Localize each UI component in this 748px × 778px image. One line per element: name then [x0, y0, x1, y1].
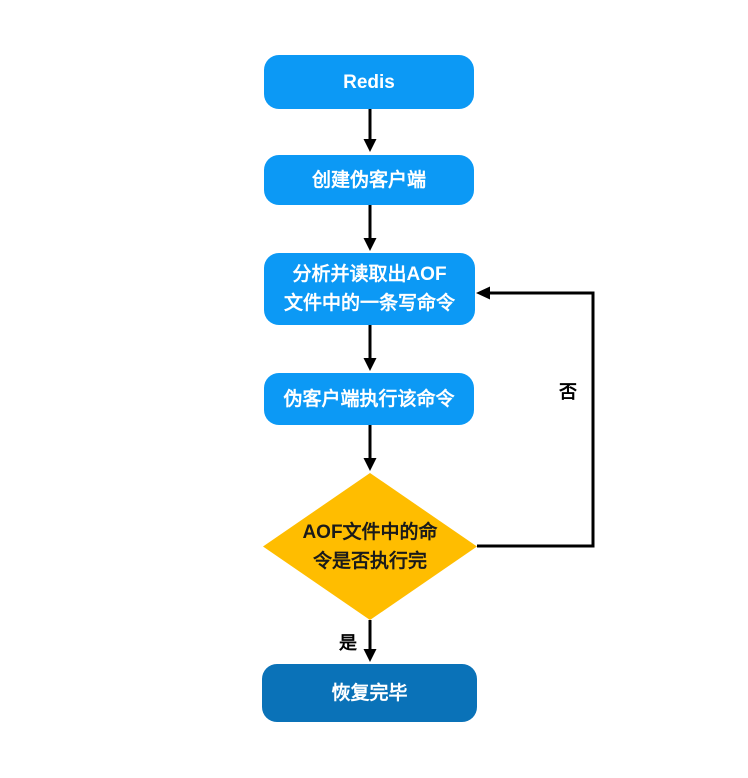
node-read-aof-command-label: 分析并读取出AOF 文件中的一条写命令 — [283, 264, 455, 314]
arrowhead-down-2 — [363, 238, 377, 251]
node-redis-label: Redis — [343, 71, 395, 93]
node-execute-command[interactable]: 伪客户端执行该命令 — [264, 373, 474, 425]
node-decision-aof-finished[interactable]: AOF文件中的命 令是否执行完 — [263, 473, 477, 620]
edge-label-no: 否 — [559, 382, 577, 402]
edge-decision-read-loop — [477, 291, 595, 548]
node-recovery-complete-label: 恢复完毕 — [331, 682, 408, 704]
node-create-pseudo-client[interactable]: 创建伪客户端 — [264, 155, 474, 205]
arrowhead-down-3 — [363, 358, 377, 371]
arrowhead-down-4 — [363, 458, 377, 471]
node-read-aof-command[interactable]: 分析并读取出AOF 文件中的一条写命令 — [264, 253, 475, 325]
arrowhead-left-loop — [476, 286, 490, 300]
node-decision-aof-finished-label: AOF文件中的命 令是否执行完 — [302, 521, 438, 572]
node-create-pseudo-client-label: 创建伪客户端 — [311, 169, 426, 191]
node-execute-command-label: 伪客户端执行该命令 — [283, 388, 455, 410]
edge-label-yes: 是 — [339, 633, 357, 653]
node-recovery-complete[interactable]: 恢复完毕 — [262, 664, 477, 722]
node-redis[interactable]: Redis — [264, 55, 474, 109]
arrowhead-down-1 — [363, 139, 377, 152]
